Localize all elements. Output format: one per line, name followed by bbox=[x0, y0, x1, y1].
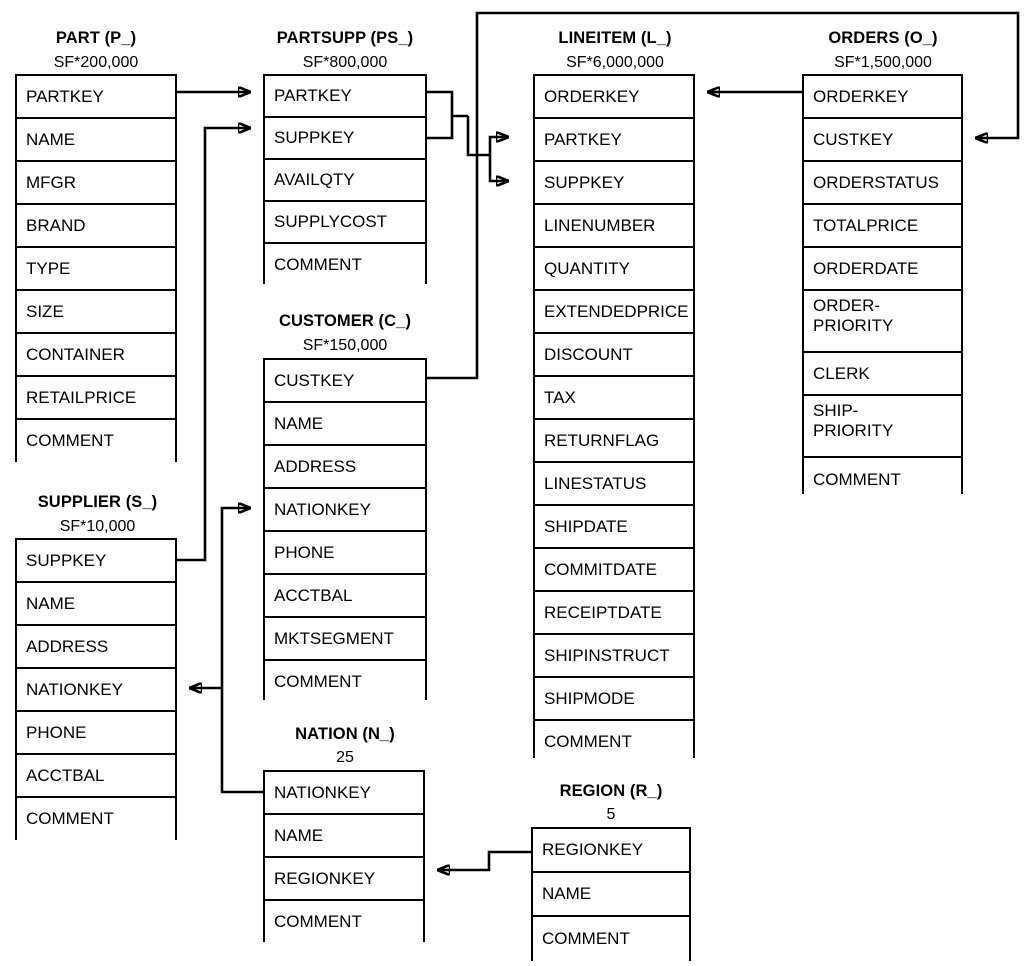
attr-region-name[interactable]: NAME bbox=[533, 873, 689, 917]
wire-to-lineitem-suppkey bbox=[488, 155, 508, 181]
entity-cardinality-part: SF*200,000 bbox=[53, 54, 139, 71]
attr-lineitem-discount[interactable]: DISCOUNT bbox=[535, 334, 693, 377]
attr-supplier-address[interactable]: ADDRESS bbox=[17, 626, 175, 669]
entity-cardinality-orders: SF*1,500,000 bbox=[834, 54, 932, 71]
attr-part-brand[interactable]: BRAND bbox=[17, 205, 175, 248]
entity-title-region: REGION (R_) bbox=[559, 782, 663, 800]
attr-orders-orderstatus[interactable]: ORDERSTATUS bbox=[804, 162, 961, 205]
attr-customer-phone[interactable]: PHONE bbox=[265, 532, 425, 575]
attr-nation-regionkey[interactable]: REGIONKEY bbox=[265, 858, 423, 901]
attribute-list-nation: NATIONKEY NAME REGIONKEY COMMENT bbox=[263, 770, 425, 943]
attr-orders-custkey[interactable]: CUSTKEY bbox=[804, 119, 961, 162]
attr-supplier-phone[interactable]: PHONE bbox=[17, 712, 175, 755]
attr-lineitem-partkey[interactable]: PARTKEY bbox=[535, 119, 693, 162]
attr-region-regionkey[interactable]: REGIONKEY bbox=[533, 829, 689, 873]
entity-cardinality-lineitem: SF*6,000,000 bbox=[566, 54, 664, 71]
entity-cardinality-customer: SF*150,000 bbox=[302, 337, 388, 354]
wire-to-lineitem-partkey bbox=[488, 137, 508, 155]
attr-nation-nationkey[interactable]: NATIONKEY bbox=[265, 772, 423, 815]
attr-customer-name[interactable]: NAME bbox=[265, 403, 425, 446]
attr-lineitem-extendedprice[interactable]: EXTENDEDPRICE bbox=[535, 291, 693, 334]
attr-lineitem-shipmode[interactable]: SHIPMODE bbox=[535, 678, 693, 721]
entity-title-orders: ORDERS (O_) bbox=[828, 29, 938, 47]
attr-partsupp-partkey[interactable]: PARTKEY bbox=[265, 76, 425, 118]
entity-title-part: PART (P_) bbox=[55, 29, 137, 47]
attr-lineitem-orderkey[interactable]: ORDERKEY bbox=[535, 76, 693, 119]
attribute-list-region: REGIONKEY NAME COMMENT bbox=[531, 827, 691, 961]
attr-nation-comment[interactable]: COMMENT bbox=[265, 901, 423, 943]
attr-supplier-comment[interactable]: COMMENT bbox=[17, 798, 175, 840]
attr-orders-comment[interactable]: COMMENT bbox=[804, 458, 961, 501]
attr-supplier-acctbal[interactable]: ACCTBAL bbox=[17, 755, 175, 798]
attribute-list-partsupp: PARTKEY SUPPKEY AVAILQTY SUPPLYCOST COMM… bbox=[263, 74, 427, 285]
attr-lineitem-linestatus[interactable]: LINESTATUS bbox=[535, 463, 693, 506]
wire-supplier-to-partsupp bbox=[177, 128, 250, 562]
attr-partsupp-suppkey[interactable]: SUPPKEY bbox=[265, 118, 425, 160]
attr-customer-custkey[interactable]: CUSTKEY bbox=[265, 360, 425, 403]
entity-title-partsupp: PARTSUPP (PS_) bbox=[276, 29, 414, 47]
attr-customer-nationkey[interactable]: NATIONKEY bbox=[265, 489, 425, 532]
attr-lineitem-comment[interactable]: COMMENT bbox=[535, 721, 693, 763]
attr-lineitem-shipinstruct[interactable]: SHIPINSTRUCT bbox=[535, 635, 693, 678]
attr-part-container[interactable]: CONTAINER bbox=[17, 334, 175, 377]
entity-title-customer: CUSTOMER (C_) bbox=[278, 312, 412, 330]
attribute-list-customer: CUSTKEY NAME ADDRESS NATIONKEY PHONE ACC… bbox=[263, 358, 427, 702]
attr-nation-name[interactable]: NAME bbox=[265, 815, 423, 858]
attribute-list-supplier: SUPPKEY NAME ADDRESS NATIONKEY PHONE ACC… bbox=[15, 538, 177, 840]
attr-part-retailprice[interactable]: RETAILPRICE bbox=[17, 377, 175, 420]
attr-orders-orderpriority[interactable]: ORDER-PRIORITY bbox=[804, 291, 961, 353]
attr-customer-comment[interactable]: COMMENT bbox=[265, 661, 425, 702]
entity-title-supplier: SUPPLIER (S_) bbox=[37, 493, 158, 511]
attr-part-size[interactable]: SIZE bbox=[17, 291, 175, 334]
attr-supplier-suppkey[interactable]: SUPPKEY bbox=[17, 540, 175, 583]
wire-partsupp-suppkey-join bbox=[427, 116, 454, 140]
entity-title-nation: NATION (N_) bbox=[295, 725, 395, 743]
attr-lineitem-tax[interactable]: TAX bbox=[535, 377, 693, 420]
attr-supplier-name[interactable]: NAME bbox=[17, 583, 175, 626]
attr-partsupp-availqty[interactable]: AVAILQTY bbox=[265, 160, 425, 202]
attr-customer-acctbal[interactable]: ACCTBAL bbox=[265, 575, 425, 618]
entity-cardinality-nation: 25 bbox=[336, 749, 354, 766]
attr-partsupp-comment[interactable]: COMMENT bbox=[265, 244, 425, 285]
attr-part-name[interactable]: NAME bbox=[17, 119, 175, 162]
wire-region-to-nation bbox=[438, 850, 531, 870]
attr-part-type[interactable]: TYPE bbox=[17, 248, 175, 291]
attr-lineitem-receiptdate[interactable]: RECEIPTDATE bbox=[535, 592, 693, 635]
attr-lineitem-quantity[interactable]: QUANTITY bbox=[535, 248, 693, 291]
attr-lineitem-commitdate[interactable]: COMMITDATE bbox=[535, 549, 693, 592]
attribute-list-part: PARTKEY NAME MFGR BRAND TYPE SIZE CONTAI… bbox=[15, 74, 177, 462]
attr-supplier-nationkey[interactable]: NATIONKEY bbox=[17, 669, 175, 712]
entity-cardinality-partsupp: SF*800,000 bbox=[302, 54, 388, 71]
attr-part-mfgr[interactable]: MFGR bbox=[17, 162, 175, 205]
entity-cardinality-region: 5 bbox=[606, 806, 616, 823]
attr-part-partkey[interactable]: PARTKEY bbox=[17, 76, 175, 119]
attr-lineitem-returnflag[interactable]: RETURNFLAG bbox=[535, 420, 693, 463]
attr-orders-orderkey[interactable]: ORDERKEY bbox=[804, 76, 961, 119]
attr-orders-totalprice[interactable]: TOTALPRICE bbox=[804, 205, 961, 248]
attr-customer-address[interactable]: ADDRESS bbox=[265, 446, 425, 489]
attr-orders-orderdate[interactable]: ORDERDATE bbox=[804, 248, 961, 291]
attr-lineitem-suppkey[interactable]: SUPPKEY bbox=[535, 162, 693, 205]
attribute-list-lineitem: ORDERKEY PARTKEY SUPPKEY LINENUMBER QUAN… bbox=[533, 74, 695, 763]
attr-part-comment[interactable]: COMMENT bbox=[17, 420, 175, 462]
attr-lineitem-linenumber[interactable]: LINENUMBER bbox=[535, 205, 693, 248]
attr-region-comment[interactable]: COMMENT bbox=[533, 917, 689, 961]
attr-lineitem-shipdate[interactable]: SHIPDATE bbox=[535, 506, 693, 549]
attr-partsupp-supplycost[interactable]: SUPPLYCOST bbox=[265, 202, 425, 244]
attr-customer-mktsegment[interactable]: MKTSEGMENT bbox=[265, 618, 425, 661]
entity-cardinality-supplier: SF*10,000 bbox=[59, 518, 136, 535]
attr-orders-shippriority[interactable]: SHIP-PRIORITY bbox=[804, 396, 961, 458]
attr-orders-clerk[interactable]: CLERK bbox=[804, 353, 961, 396]
wire-partsupp-partkey-join bbox=[427, 90, 468, 118]
attribute-list-orders: ORDERKEY CUSTKEY ORDERSTATUS TOTALPRICE … bbox=[802, 74, 963, 501]
entity-title-lineitem: LINEITEM (L_) bbox=[558, 29, 672, 47]
wire-partsupp-fork-down bbox=[466, 116, 490, 157]
